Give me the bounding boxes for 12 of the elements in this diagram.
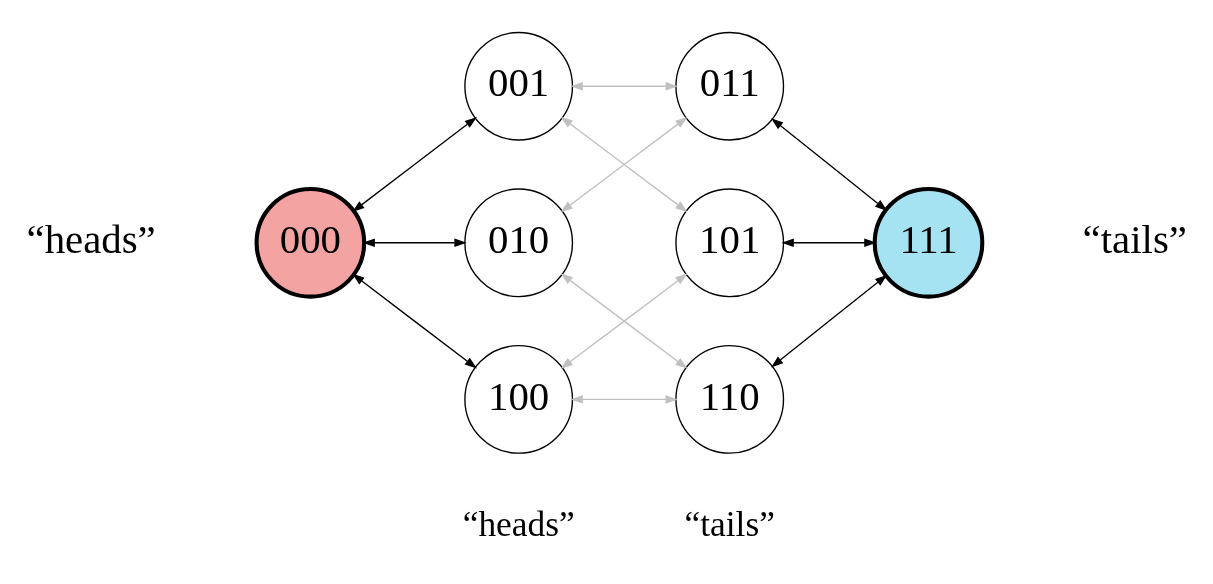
arrow: [771, 274, 888, 367]
node-label: “tails”: [1082, 216, 1187, 262]
arrow: [560, 116, 688, 212]
label: “heads”: [462, 503, 575, 544]
arrow: [352, 273, 477, 369]
node-label: “heads”: [26, 216, 156, 262]
arrow: [352, 116, 477, 212]
arrow: [570, 81, 678, 90]
label: “tails”: [684, 503, 775, 544]
arrow: [560, 272, 688, 369]
arrow: [570, 394, 678, 404]
arrow: [771, 117, 888, 211]
